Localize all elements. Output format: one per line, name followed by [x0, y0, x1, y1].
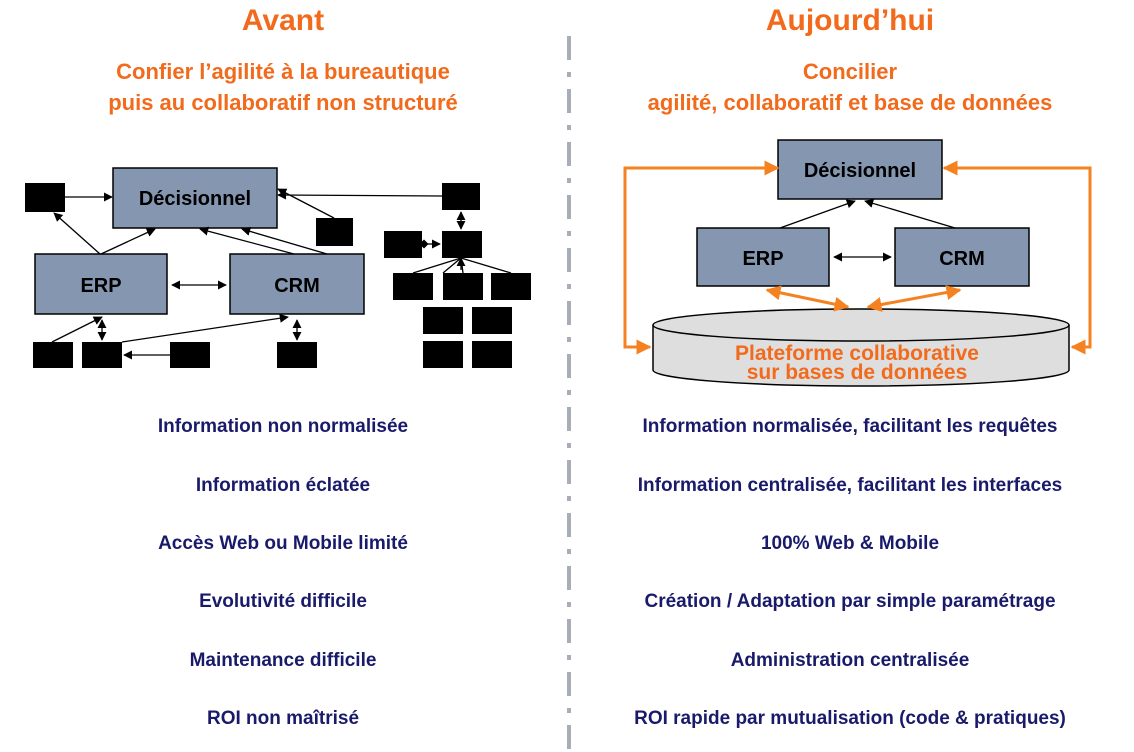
left-block — [442, 231, 482, 258]
right-subtitle-line2: agilité, collaboratif et base de données — [647, 90, 1053, 115]
right-crm-label: CRM — [939, 248, 985, 270]
left-block — [393, 273, 433, 300]
left-item: Maintenance difficile — [189, 650, 377, 671]
right-item: ROI rapide par mutualisation (code & pra… — [634, 708, 1066, 729]
left-diagram: Décisionnel ERP CRM — [25, 167, 531, 368]
platform-cylinder-top — [652, 308, 1070, 342]
right-subtitle-line1: Concilier — [802, 59, 898, 84]
right-diagram: Plateforme collaborative sur bases de do… — [623, 139, 1092, 387]
left-block — [423, 341, 463, 368]
left-block — [443, 273, 483, 300]
right-decisionnel-box — [777, 139, 943, 200]
left-decisionnel-label: Décisionnel — [139, 188, 251, 210]
left-item: ROI non maîtrisé — [206, 708, 360, 729]
left-item: Accès Web ou Mobile limité — [158, 533, 408, 554]
left-block — [423, 307, 463, 334]
left-block — [277, 342, 317, 368]
left-subtitle: Confier l’agilité à la bureautique puis … — [0, 56, 566, 118]
left-block — [170, 342, 210, 368]
right-title: Aujourd’hui — [765, 4, 935, 37]
right-item: Information normalisée, facilitant les r… — [642, 416, 1058, 437]
platform-label-line2: sur bases de données — [747, 361, 968, 384]
left-decisionnel-box — [112, 167, 278, 229]
left-block — [472, 307, 512, 334]
left-block — [472, 341, 512, 368]
right-item: Création / Adaptation par simple paramét… — [644, 591, 1056, 612]
left-block — [33, 342, 73, 368]
left-crm-label: CRM — [274, 275, 320, 297]
left-block — [25, 183, 65, 212]
left-block — [316, 218, 353, 246]
left-erp-label: ERP — [80, 275, 121, 297]
right-subtitle: Concilier agilité, collaboratif et base … — [566, 56, 1134, 118]
left-subtitle-line1: Confier l’agilité à la bureautique — [116, 59, 450, 84]
left-block — [384, 231, 422, 258]
left-title: Avant — [241, 4, 325, 37]
right-erp-label: ERP — [742, 248, 783, 270]
left-block — [491, 273, 531, 300]
left-item: Information non normalisée — [157, 416, 409, 437]
left-item: Information éclatée — [195, 475, 371, 496]
left-block — [82, 342, 122, 368]
right-decisionnel-label: Décisionnel — [804, 160, 916, 182]
left-subtitle-line2: puis au collaboratif non structuré — [108, 90, 458, 115]
platform-label-line1: Plateforme collaborative — [735, 342, 979, 365]
left-item: Evolutivité difficile — [199, 591, 367, 612]
left-erp-box — [34, 253, 168, 315]
left-crm-box — [229, 253, 365, 315]
column-divider — [567, 36, 571, 752]
right-item: Information centralisée, facilitant les … — [637, 475, 1063, 496]
right-item: Administration centralisée — [730, 650, 970, 671]
left-block — [442, 183, 480, 210]
right-item: 100% Web & Mobile — [760, 533, 940, 554]
